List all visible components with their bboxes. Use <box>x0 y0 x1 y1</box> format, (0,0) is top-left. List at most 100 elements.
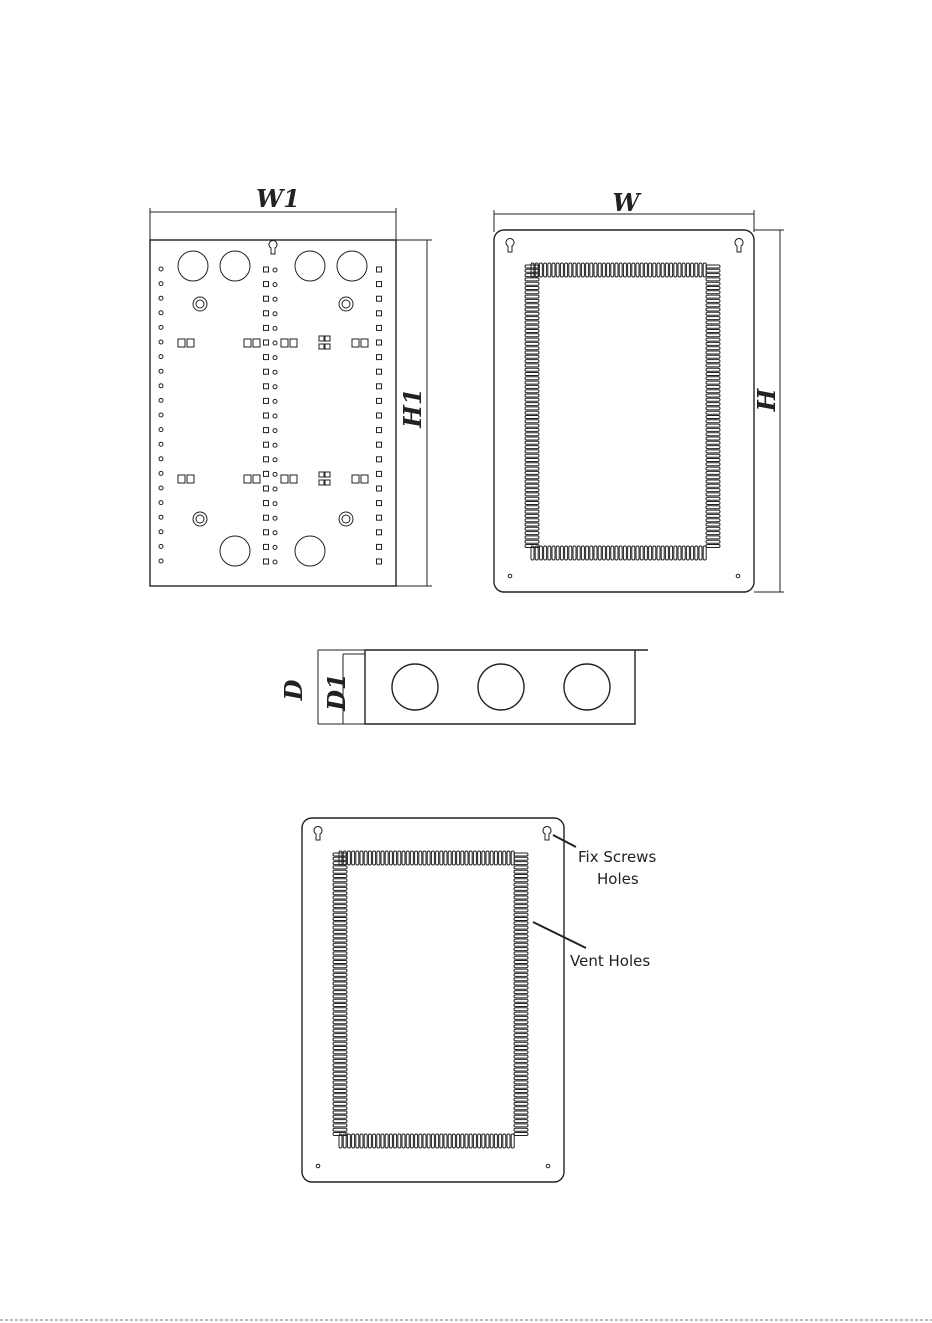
vent-slot <box>706 493 720 496</box>
vent-slot <box>691 263 694 277</box>
vent-slot <box>373 851 376 865</box>
vent-slot <box>525 506 539 509</box>
vent-slot <box>699 546 702 560</box>
mounting-slot <box>264 311 269 316</box>
vent-slot <box>431 1134 434 1148</box>
vent-slot <box>640 263 643 277</box>
vent-slot <box>514 1133 528 1136</box>
vent-slot <box>706 523 720 526</box>
vent-slot <box>333 1120 347 1123</box>
vent-slot <box>333 1098 347 1101</box>
mounting-slot <box>377 340 382 345</box>
vent-slot <box>525 304 539 307</box>
vent-slot <box>514 1102 528 1105</box>
vent-holes-label: Vent Holes <box>570 952 650 970</box>
mounting-slot <box>264 282 269 287</box>
vent-slot <box>539 263 542 277</box>
vent-slot <box>525 484 539 487</box>
vent-slot <box>333 986 347 989</box>
mounting-hole <box>273 443 277 447</box>
vent-slot <box>706 446 720 449</box>
mounting-slot <box>377 486 382 491</box>
vent-slot <box>706 325 720 328</box>
vent-slot <box>402 851 405 865</box>
vent-slot <box>706 385 720 388</box>
vent-slot <box>514 1068 528 1071</box>
vent-slot <box>444 851 447 865</box>
vent-slot <box>586 263 589 277</box>
vent-slot <box>427 851 430 865</box>
knockout-hole <box>220 251 250 281</box>
vent-slot <box>482 1134 485 1148</box>
vent-slot <box>706 506 720 509</box>
vent-slot <box>333 875 347 878</box>
vent-slot <box>525 381 539 384</box>
vent-slot <box>514 1029 528 1032</box>
w1-label: W1 <box>256 184 300 213</box>
square-hole <box>178 339 185 347</box>
vent-slot <box>657 546 660 560</box>
mounting-plate-view: W1 H1 <box>150 184 432 586</box>
vent-slot <box>525 287 539 290</box>
vent-slot <box>360 851 363 865</box>
vent-slot <box>706 304 720 307</box>
vent-slot <box>514 965 528 968</box>
vent-slot <box>706 291 720 294</box>
vent-slot <box>514 1090 528 1093</box>
mounting-slot <box>264 544 269 549</box>
vent-slot <box>514 1115 528 1118</box>
square-hole <box>187 475 194 483</box>
vent-holes-leader <box>533 922 586 948</box>
square-hole <box>290 475 297 483</box>
vent-slot <box>661 546 664 560</box>
vent-slot <box>706 484 720 487</box>
vent-slot <box>343 1134 346 1148</box>
vent-slot <box>514 961 528 964</box>
vent-slot <box>333 1064 347 1067</box>
vent-slot <box>706 545 720 548</box>
vent-slot <box>514 935 528 938</box>
vent-slot <box>469 851 472 865</box>
vent-slot <box>333 853 347 856</box>
mounting-hole <box>273 429 277 433</box>
back-panel-callout-view: Fix Screws Holes Vent Holes <box>302 818 656 1182</box>
vent-slot <box>333 948 347 951</box>
mounting-hole <box>273 399 277 403</box>
vent-slot <box>452 851 455 865</box>
mounting-slot <box>264 355 269 360</box>
vent-slot <box>461 1134 464 1148</box>
vent-slot <box>706 299 720 302</box>
mounting-hole <box>159 428 163 432</box>
mounting-slot <box>377 559 382 564</box>
screw-hole <box>736 574 740 578</box>
vent-slot <box>706 334 720 337</box>
mounting-hole <box>159 515 163 519</box>
vent-slot <box>514 905 528 908</box>
vent-slot <box>706 282 720 285</box>
knockout-hole-3 <box>564 664 610 710</box>
vent-slot <box>525 424 539 427</box>
vent-slot <box>706 330 720 333</box>
square-hole <box>281 475 288 483</box>
square-hole <box>325 344 330 349</box>
vent-slot <box>514 1059 528 1062</box>
vent-slot <box>333 939 347 942</box>
vent-slot <box>706 424 720 427</box>
vent-slot <box>333 892 347 895</box>
vent-slot <box>706 360 720 363</box>
mounting-hole <box>273 283 277 287</box>
vent-slot <box>514 913 528 916</box>
standoff <box>193 297 207 311</box>
mounting-hole <box>159 486 163 490</box>
mounting-hole <box>273 516 277 520</box>
vent-slot <box>706 368 720 371</box>
mounting-hole <box>273 560 277 564</box>
vent-slot <box>602 546 605 560</box>
vent-slot <box>525 476 539 479</box>
vent-slot <box>706 536 720 539</box>
vent-slot <box>333 926 347 929</box>
vent-slot <box>706 269 720 272</box>
vent-slot <box>410 851 413 865</box>
vent-slot <box>644 263 647 277</box>
vent-slot <box>356 1134 359 1148</box>
